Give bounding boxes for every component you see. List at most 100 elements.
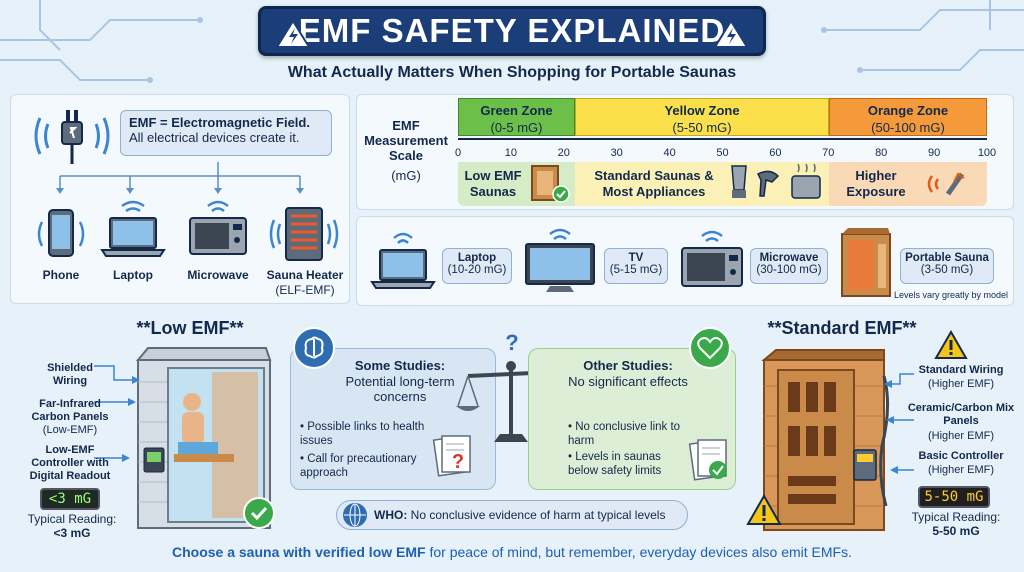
device-connector-lines [56,162,304,194]
page-title: EMF SAFETY EXPLAINED [298,12,726,49]
document-question-icon: ? [432,435,471,477]
globe-icon [343,503,367,527]
some-studies-bullet: • Possible links to health issues [300,421,425,447]
low-emf-label: Shielded Wiring [47,362,93,387]
low-emf-title: **Low EMF** [136,318,244,338]
comparison-note: Levels vary greatly by model [893,290,1009,300]
low-emf-sauna-icon [531,165,570,203]
standard-emf-readout: 5-50 mG [918,486,990,508]
scale-tick-label: 60 [769,147,782,159]
scale-axis [458,138,987,140]
scale-title: EMF Measurement Scale [364,118,448,163]
standard-emf-label: Standard Wiring [918,364,1004,376]
low-emf-label: Low-EMF Controller with Digital Readout [29,444,111,482]
device-label: Laptop [113,268,153,282]
higher-exposure-label: Higher Exposure [846,168,906,199]
comparison-name: Laptop [457,252,497,264]
scale-tick-label: 70 [822,147,835,159]
zone-range: (50-100 mG) [871,120,945,135]
device-label: Sauna Heater [266,268,344,282]
typical-reading-value: <3 mG [53,526,91,540]
standard-emf-title: **Standard EMF** [767,318,917,338]
who-statement: WHO: No conclusive evidence of harm at t… [374,508,684,522]
green-zone: Green Zone (0-5 mG) [458,98,575,136]
who-bar [336,500,688,530]
footer-rest: for peace of mind, but remember, everyda… [425,544,852,560]
low-emf-label: Far-Infrared Carbon Panels [31,398,109,423]
device-sublabel: (ELF-EMF) [275,283,335,297]
comparison-range: (10-20 mG) [447,264,507,276]
footer-highlight: Choose a sauna with verified low EMF [171,544,426,560]
comparison-range: (3-50 mG) [920,264,974,276]
some-studies-title: Some Studies: [354,358,446,373]
laptop-range-box: Laptop (10-20 mG) [442,248,512,284]
some-studies-body: Potential long-term concerns [345,374,455,404]
footer-message: Choose a sauna with verified low EMF for… [0,544,1024,560]
comparison-name: Microwave [759,252,819,264]
title-banner: EMF SAFETY EXPLAINED [258,6,766,56]
scale-unit: (mG) [391,168,421,183]
zone-name: Green Zone [480,103,553,118]
heart-icon [689,327,731,369]
standard-sauna-illustration [761,349,890,531]
low-emf-label: (Low-EMF) [42,424,98,436]
sauna-heater-icon [269,207,339,261]
scale-tick-label: 50 [716,147,729,159]
orange-zone: Orange Zone (50-100 mG) [829,98,987,136]
zone-range: (0-5 mG) [490,120,543,135]
phone-icon [37,209,85,257]
scale-tick-label: 30 [610,147,623,159]
yellow-band [575,162,829,206]
comparison-range: (30-100 mG) [756,264,822,276]
definition-title: EMF = Electromagnetic Field. [129,115,310,130]
scale-tick-label: 20 [557,147,570,159]
who-text: No conclusive evidence of harm at typica… [410,508,666,522]
scale-tick-label: 90 [927,147,941,159]
warning-icon [934,330,968,359]
portable-sauna-icon [841,228,891,297]
device-label: Phone [42,268,80,282]
scale-tick-label: 10 [504,147,518,159]
standard-saunas-label: Standard Saunas & Most Appliances [594,168,714,199]
tv-range-box: TV (5-15 mG) [604,248,668,284]
scale-tick-label: 40 [663,147,676,159]
document-check-icon [688,439,727,481]
portable-sauna-range-box: Portable Sauna (3-50 mG) [900,248,994,284]
warning-icon [713,19,749,48]
microwave-icon [681,230,743,287]
other-studies-body: No significant effects [568,374,688,389]
standard-emf-callout-arrows [884,373,914,474]
laptop-icon [100,200,166,257]
appliances-icon [731,163,821,199]
standard-emf-label: (Higher EMF) [927,464,994,476]
orange-band [829,162,987,206]
low-emf-callout-arrows [94,365,140,462]
laptop-icon [370,232,436,289]
question-mark: ? [505,330,519,355]
other-studies-bullet: • Levels in saunas below safety limits [568,451,662,477]
scale-tick-label: 80 [875,147,888,159]
microwave-range-box: Microwave (30-100 mG) [750,248,828,284]
zone-name: Orange Zone [867,103,949,118]
page-subtitle: What Actually Matters When Shopping for … [287,64,737,81]
standard-emf-label: Basic Controller [918,450,1004,462]
zone-range: (5-50 mG) [672,120,732,135]
low-emf-saunas-label: Low EMF Saunas [464,168,522,199]
definition-body: All electrical devices create it. [129,130,300,145]
other-studies-title: Other Studies: [583,358,673,373]
typical-reading-label: Typical Reading: [911,510,1001,524]
scale-tick-label: 0 [454,147,462,159]
tv-icon [525,228,595,292]
warning-icon [275,19,311,48]
some-studies-bullet: • Call for precautionary approach [300,453,417,479]
comparison-name: Portable Sauna [905,252,989,264]
typical-reading-value: 5-50 mG [932,524,980,538]
check-icon [243,497,275,529]
typical-reading-label: Typical Reading: [27,512,117,526]
zone-name: Yellow Zone [664,103,740,118]
who-label: WHO: [374,508,408,522]
standard-emf-label: (Higher EMF) [927,430,994,442]
comparison-name: TV [628,252,644,264]
warning-icon [746,494,782,525]
